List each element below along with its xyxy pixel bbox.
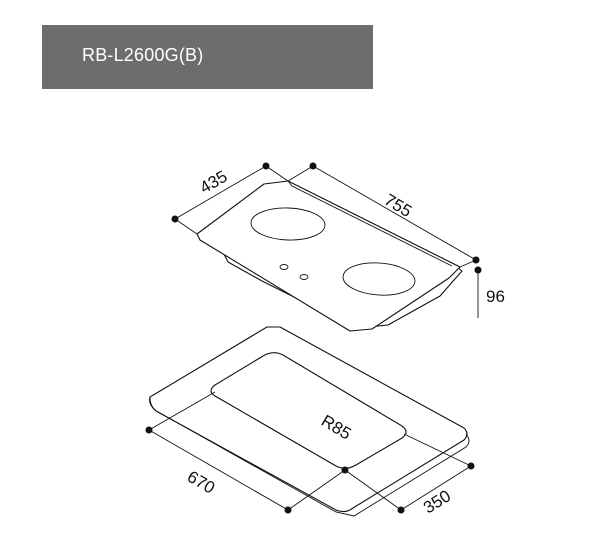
dim-label-755: 755 [381,190,415,221]
ext-line-670-b [287,469,346,511]
ext-line-350-b [403,433,472,467]
knob-right [299,274,309,280]
dim-marker [397,506,405,514]
dim-line-755 [312,165,477,261]
dim-label-670: 670 [184,467,218,498]
dim-marker [145,426,153,434]
ext-line-755-a [287,165,314,182]
ext-line-350-a [344,469,402,511]
dim-marker [474,266,482,274]
ext-line-435-b [265,165,289,182]
cooktop-control-strip [287,180,453,267]
dim-line-435 [174,165,267,220]
cutout-drawing: R85 670 350 [145,326,475,517]
dim-line-350 [400,465,472,511]
right-burner [342,262,416,296]
model-title-bar: RB-L2600G(B) [42,25,373,89]
dim-label-350: 350 [420,486,454,517]
model-title: RB-L2600G(B) [82,45,204,65]
dim-marker [262,162,270,170]
cooktop-glass [196,180,461,332]
knob-left [279,264,289,270]
dim-marker [171,215,179,223]
dim-marker [472,256,480,264]
countertop-edge [149,396,470,517]
dim-marker [284,506,292,514]
ext-line-670-a [148,391,216,431]
cutout-opening [210,352,407,469]
dim-label-435: 435 [197,167,231,198]
cooktop-drawing: 435 755 96 [171,162,505,332]
dim-label-96: 96 [486,287,505,306]
left-burner [250,207,326,241]
ext-line-435-a [174,218,198,235]
dim-marker [467,462,475,470]
dim-marker [309,162,317,170]
dim-line-670 [148,429,289,511]
